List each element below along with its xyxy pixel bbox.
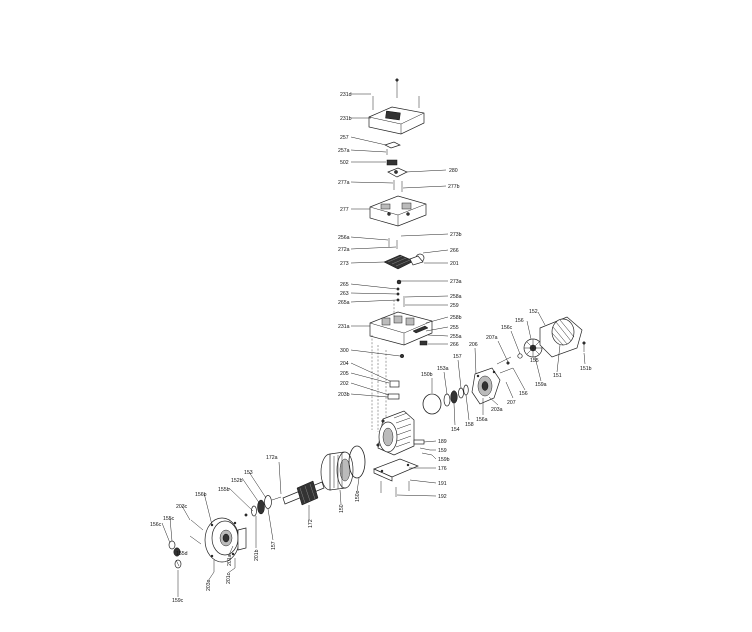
label-277a: 277a: [338, 180, 350, 186]
label-156-fan: 156: [515, 318, 524, 324]
label-265a: 265a: [338, 300, 350, 306]
label-154: 154: [451, 427, 460, 433]
label-201c: 201c: [226, 572, 232, 584]
label-255a: 255a: [450, 334, 462, 340]
label-204: 204: [340, 361, 349, 367]
label-280: 280: [449, 168, 458, 174]
rotor-group: [271, 445, 366, 506]
label-159: 159: [438, 448, 447, 454]
label-155d: 155d: [176, 551, 188, 557]
label-203a: 203a: [491, 407, 503, 413]
label-192: 192: [438, 494, 447, 500]
label-201a: 201a: [227, 554, 233, 566]
control-board-group: [369, 238, 433, 434]
label-273b: 273b: [450, 232, 462, 238]
label-159b: 159b: [438, 457, 450, 463]
label-201-top: 201: [450, 261, 459, 267]
label-265: 265: [340, 282, 349, 288]
rotor-shaft: [271, 480, 325, 506]
fan-cover: [539, 316, 586, 358]
label-258a: 258a: [450, 294, 462, 300]
label-151b: 151b: [580, 366, 592, 372]
label-152-left: 152b: [231, 478, 243, 484]
label-203b: 203b: [338, 392, 350, 398]
label-266-top: 266: [450, 248, 459, 254]
label-231a: 231a: [338, 324, 350, 330]
label-203c-bottom: 203c: [206, 579, 212, 591]
front-flange: [204, 517, 247, 563]
label-155c: 155c: [163, 516, 175, 522]
label-255: 255: [450, 325, 459, 331]
label-155: 155: [530, 358, 539, 364]
electronics-housing: [369, 195, 427, 227]
label-277b: 277b: [448, 184, 460, 190]
label-277: 277: [340, 207, 349, 213]
label-156: 156: [519, 391, 528, 397]
label-159a: 159a: [535, 382, 547, 388]
label-156a: 156a: [476, 417, 488, 423]
label-257a: 257a: [338, 148, 350, 154]
label-152-right: 152: [529, 309, 538, 315]
cooling-fan: [523, 338, 543, 358]
label-150c: 150c: [355, 490, 361, 502]
label-272a: 272a: [338, 247, 350, 253]
label-156c-left: 156c: [150, 522, 162, 528]
label-189: 189: [438, 439, 447, 445]
label-273: 273: [340, 261, 349, 267]
label-155b: 155b: [218, 487, 230, 493]
motor-stator-housing: [373, 410, 433, 497]
terminal-box-cover-group: [368, 78, 427, 227]
label-157-right: 157: [453, 354, 462, 360]
label-150: 150: [339, 504, 345, 513]
label-158: 158: [465, 422, 474, 428]
label-172a: 172a: [266, 455, 278, 461]
label-207: 207: [507, 400, 516, 406]
part-number-labels: 231d 231b 257 257a 502 280 277a 277b 277…: [150, 92, 592, 604]
label-266-mid: 266: [450, 342, 459, 348]
label-150b-right: 150b: [421, 372, 433, 378]
label-157-left: 157: [271, 541, 277, 550]
label-256a: 256a: [338, 235, 350, 241]
label-231b: 231b: [340, 116, 352, 122]
terminal-cover: [368, 106, 425, 135]
label-231d: 231d: [340, 92, 352, 98]
label-273a: 273a: [450, 279, 462, 285]
label-151: 151: [553, 373, 562, 379]
label-153a: 153a: [437, 366, 449, 372]
label-257: 257: [340, 135, 349, 141]
label-172: 172: [308, 519, 314, 528]
label-201b: 201b: [254, 549, 260, 561]
label-203c: 203c: [176, 504, 188, 510]
label-176: 176: [438, 466, 447, 472]
label-153: 153: [244, 470, 253, 476]
label-502: 502: [340, 160, 349, 166]
label-263: 263: [340, 291, 349, 297]
label-300: 300: [340, 348, 349, 354]
label-259: 259: [450, 303, 459, 309]
label-205: 205: [340, 371, 349, 377]
rear-end-group: [422, 316, 586, 415]
label-258b: 258b: [450, 315, 462, 321]
label-191: 191: [438, 481, 447, 487]
label-156c-right: 156c: [501, 325, 513, 331]
label-207a: 207a: [486, 335, 498, 341]
label-156b: 156b: [195, 492, 207, 498]
leader-lines: [161, 93, 586, 597]
label-202: 202: [340, 381, 349, 387]
label-159c: 159c: [172, 598, 184, 604]
front-end-group: [168, 495, 272, 572]
label-206: 206: [469, 342, 478, 348]
